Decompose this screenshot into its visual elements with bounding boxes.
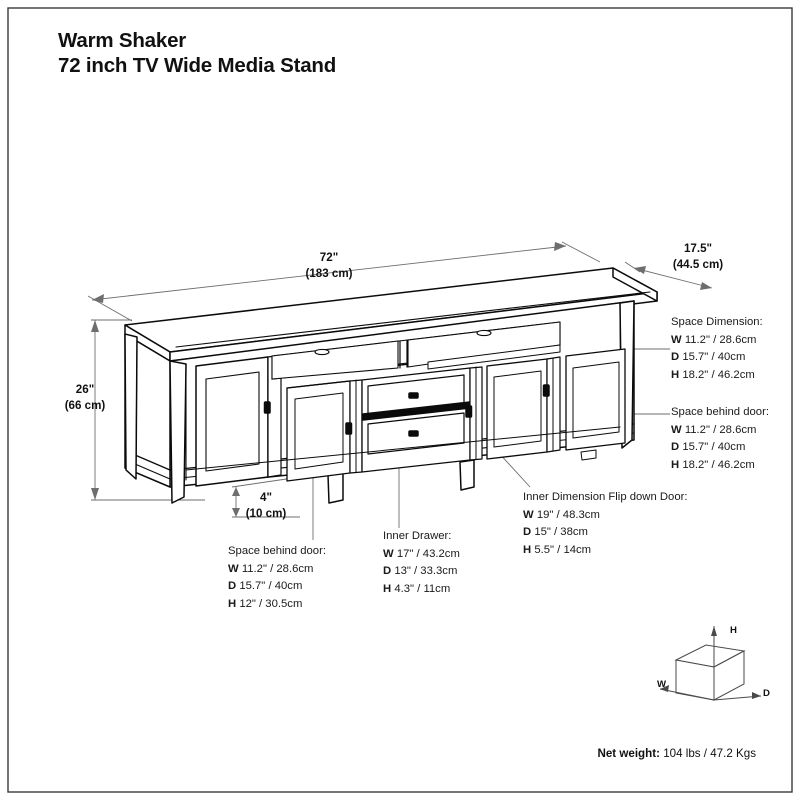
callout-row-w: W 17" / 43.2cm xyxy=(383,547,460,560)
axis-w-line xyxy=(659,688,715,701)
callout-row-h: H 5.5" / 14cm xyxy=(523,543,592,556)
dimension-lines xyxy=(87,241,713,518)
callout-space-dimension: Space Dimension: W 11.2" / 28.6cm D 15.7… xyxy=(671,314,763,384)
axis-label-width: W xyxy=(657,679,667,690)
legclear-arrow-bottom xyxy=(232,508,240,517)
net-weight-label: Net weight: xyxy=(597,747,660,760)
callout-space-behind-door-right: Space behind door: W 11.2" / 28.6cm D 15… xyxy=(671,404,769,474)
callout-row-h: H 18.2" / 46.2cm xyxy=(671,368,755,381)
product-name: Warm Shaker xyxy=(58,29,187,52)
knob-right-door xyxy=(542,384,550,397)
leg-front-left xyxy=(169,360,187,504)
pull-flip-door-left xyxy=(314,348,330,356)
leg-center-left xyxy=(327,472,344,504)
axis-h-arrow xyxy=(711,626,717,636)
foot-detail-right xyxy=(580,449,597,461)
leg-center-right xyxy=(459,459,475,491)
depth-dimension-line xyxy=(633,267,713,289)
callout-row-h: H 4.3" / 11cm xyxy=(383,582,451,595)
width-dimension-label: 72" (183 cm) xyxy=(305,251,353,280)
depth-arrow-right xyxy=(700,282,712,290)
leg-clearance-label: 4" (10 cm) xyxy=(245,491,287,520)
leg-rear-left xyxy=(124,333,138,480)
depth-dimension-label: 17.5" (44.5 cm) xyxy=(672,242,724,271)
callout-inner-drawer: Inner Drawer: W 17" / 43.2cm D 13" / 33.… xyxy=(383,528,460,598)
width-arrow-left xyxy=(92,294,104,303)
media-stand-illustration xyxy=(124,267,658,504)
door-left xyxy=(195,354,282,487)
net-weight-value: 104 lbs / 47.2 Kgs xyxy=(663,747,756,760)
callout-row-h: H 18.2" / 46.2cm xyxy=(671,458,755,471)
callout-row-w: W 11.2" / 28.6cm xyxy=(671,423,757,436)
open-shelf-upper xyxy=(271,321,561,380)
callout-row-d: D 15" / 38cm xyxy=(523,526,588,539)
bottom-stretcher xyxy=(185,426,621,471)
callout-row-h: H 12" / 30.5cm xyxy=(228,597,303,610)
door-right xyxy=(542,348,626,453)
cabinet-center-left xyxy=(286,379,363,482)
width-ext-right xyxy=(561,241,601,263)
title-block: Warm Shaker 72 inch TV Wide Media Stand xyxy=(58,28,578,78)
callout-row-d: D 15.7" / 40cm xyxy=(671,351,746,364)
depth-arrow-left xyxy=(634,266,646,274)
depth-ext-a xyxy=(624,261,641,273)
product-subtitle: 72 inch TV Wide Media Stand xyxy=(58,54,337,77)
legclear-arrow-top xyxy=(232,487,240,496)
knob-center-right-door xyxy=(465,405,473,418)
cabinet-center-right xyxy=(486,358,548,460)
cube-front-face xyxy=(675,659,715,701)
pull-drawer-upper xyxy=(408,392,419,399)
axis-label-height: H xyxy=(730,625,737,636)
callout-inner-flip-down-door: Inner Dimension Flip down Door: W 19" / … xyxy=(523,489,688,559)
callout-space-behind-door-left: Space behind door: W 11.2" / 28.6cm D 15… xyxy=(228,543,326,613)
knob-left-door xyxy=(263,401,271,414)
callout-row-d: D 15.7" / 40cm xyxy=(228,580,303,593)
callout-row-d: D 13" / 33.3cm xyxy=(383,565,458,578)
axis-w-arrow xyxy=(660,685,669,692)
height-arrow-bottom xyxy=(91,488,99,500)
pull-drawer-lower xyxy=(408,430,419,437)
callout-row-d: D 15.7" / 40cm xyxy=(671,441,746,454)
callout-row-w: W 11.2" / 28.6cm xyxy=(671,333,757,346)
width-arrow-right xyxy=(554,242,566,251)
height-arrow-top xyxy=(91,320,99,332)
callout-heading: Inner Dimension Flip down Door: xyxy=(523,491,688,503)
axis-legend xyxy=(659,626,762,701)
axis-d-arrow xyxy=(752,692,761,699)
callout-heading: Space behind door: xyxy=(671,406,769,418)
callout-row-w: W 19" / 48.3cm xyxy=(523,508,600,521)
callout-heading: Inner Drawer: xyxy=(383,530,452,542)
axis-label-depth: D xyxy=(763,688,770,699)
pull-flip-door-right xyxy=(476,329,492,337)
callout-heading: Space Dimension: xyxy=(671,316,763,328)
callout-row-w: W 11.2" / 28.6cm xyxy=(228,562,314,575)
drawer-stack-center xyxy=(361,366,483,473)
net-weight: Net weight: 104 lbs / 47.2 Kgs xyxy=(597,747,756,760)
knob-center-left-door xyxy=(345,422,353,435)
callout-heading: Space behind door: xyxy=(228,545,326,557)
width-dimension-line xyxy=(91,245,567,301)
height-dimension-label: 26" (66 cm) xyxy=(64,383,106,412)
